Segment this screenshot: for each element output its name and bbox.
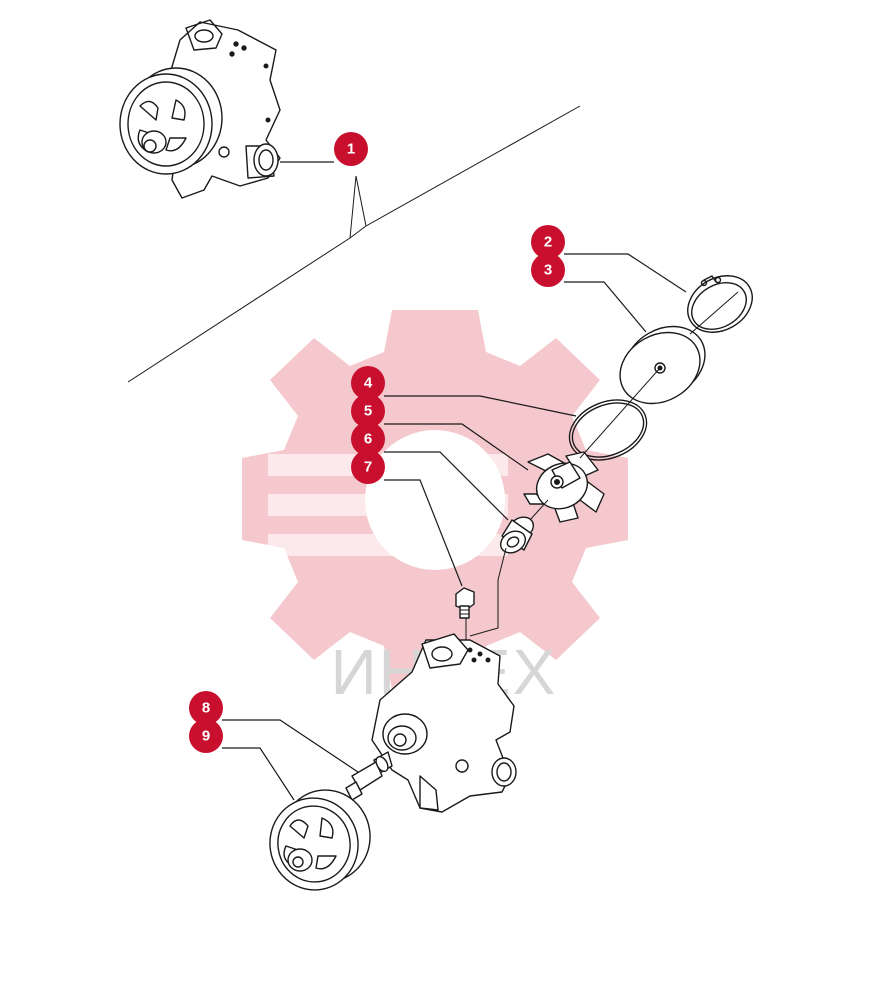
callout-3[interactable]: 3 [531,253,565,287]
explosion-lines [465,291,739,640]
callout-label: 5 [364,403,372,420]
callout-9[interactable]: 9 [189,719,223,753]
callout-2[interactable]: 2 [531,225,565,259]
impeller [523,451,605,523]
shaft [345,751,393,801]
callout-label: 6 [364,431,372,448]
impeller-hub [499,516,535,554]
watermark-gear-icon [242,310,628,690]
callout-5[interactable]: 5 [351,394,385,428]
callout-8[interactable]: 8 [189,691,223,725]
pulley [269,789,371,891]
callout-label: 3 [544,262,552,279]
o-ring [568,399,648,461]
callout-label: 2 [544,234,552,251]
callout-6[interactable]: 6 [351,422,385,456]
pump-assembly-top [119,19,281,199]
circlip [687,275,753,333]
callout-label: 7 [364,459,372,476]
callout-7[interactable]: 7 [351,450,385,484]
callout-4[interactable]: 4 [351,366,385,400]
callout-1[interactable]: 1 [334,132,368,166]
pump-body-bottom [371,633,517,813]
drain-plug [455,587,475,619]
leader-lines [222,161,687,801]
callout-label: 9 [202,728,210,745]
assembly-separator-line [127,105,581,383]
callout-label: 8 [202,700,210,717]
assembly-bracket [349,175,367,239]
callout-label: 4 [364,375,373,392]
cover-plate [619,325,706,405]
callout-label: 1 [347,141,355,158]
